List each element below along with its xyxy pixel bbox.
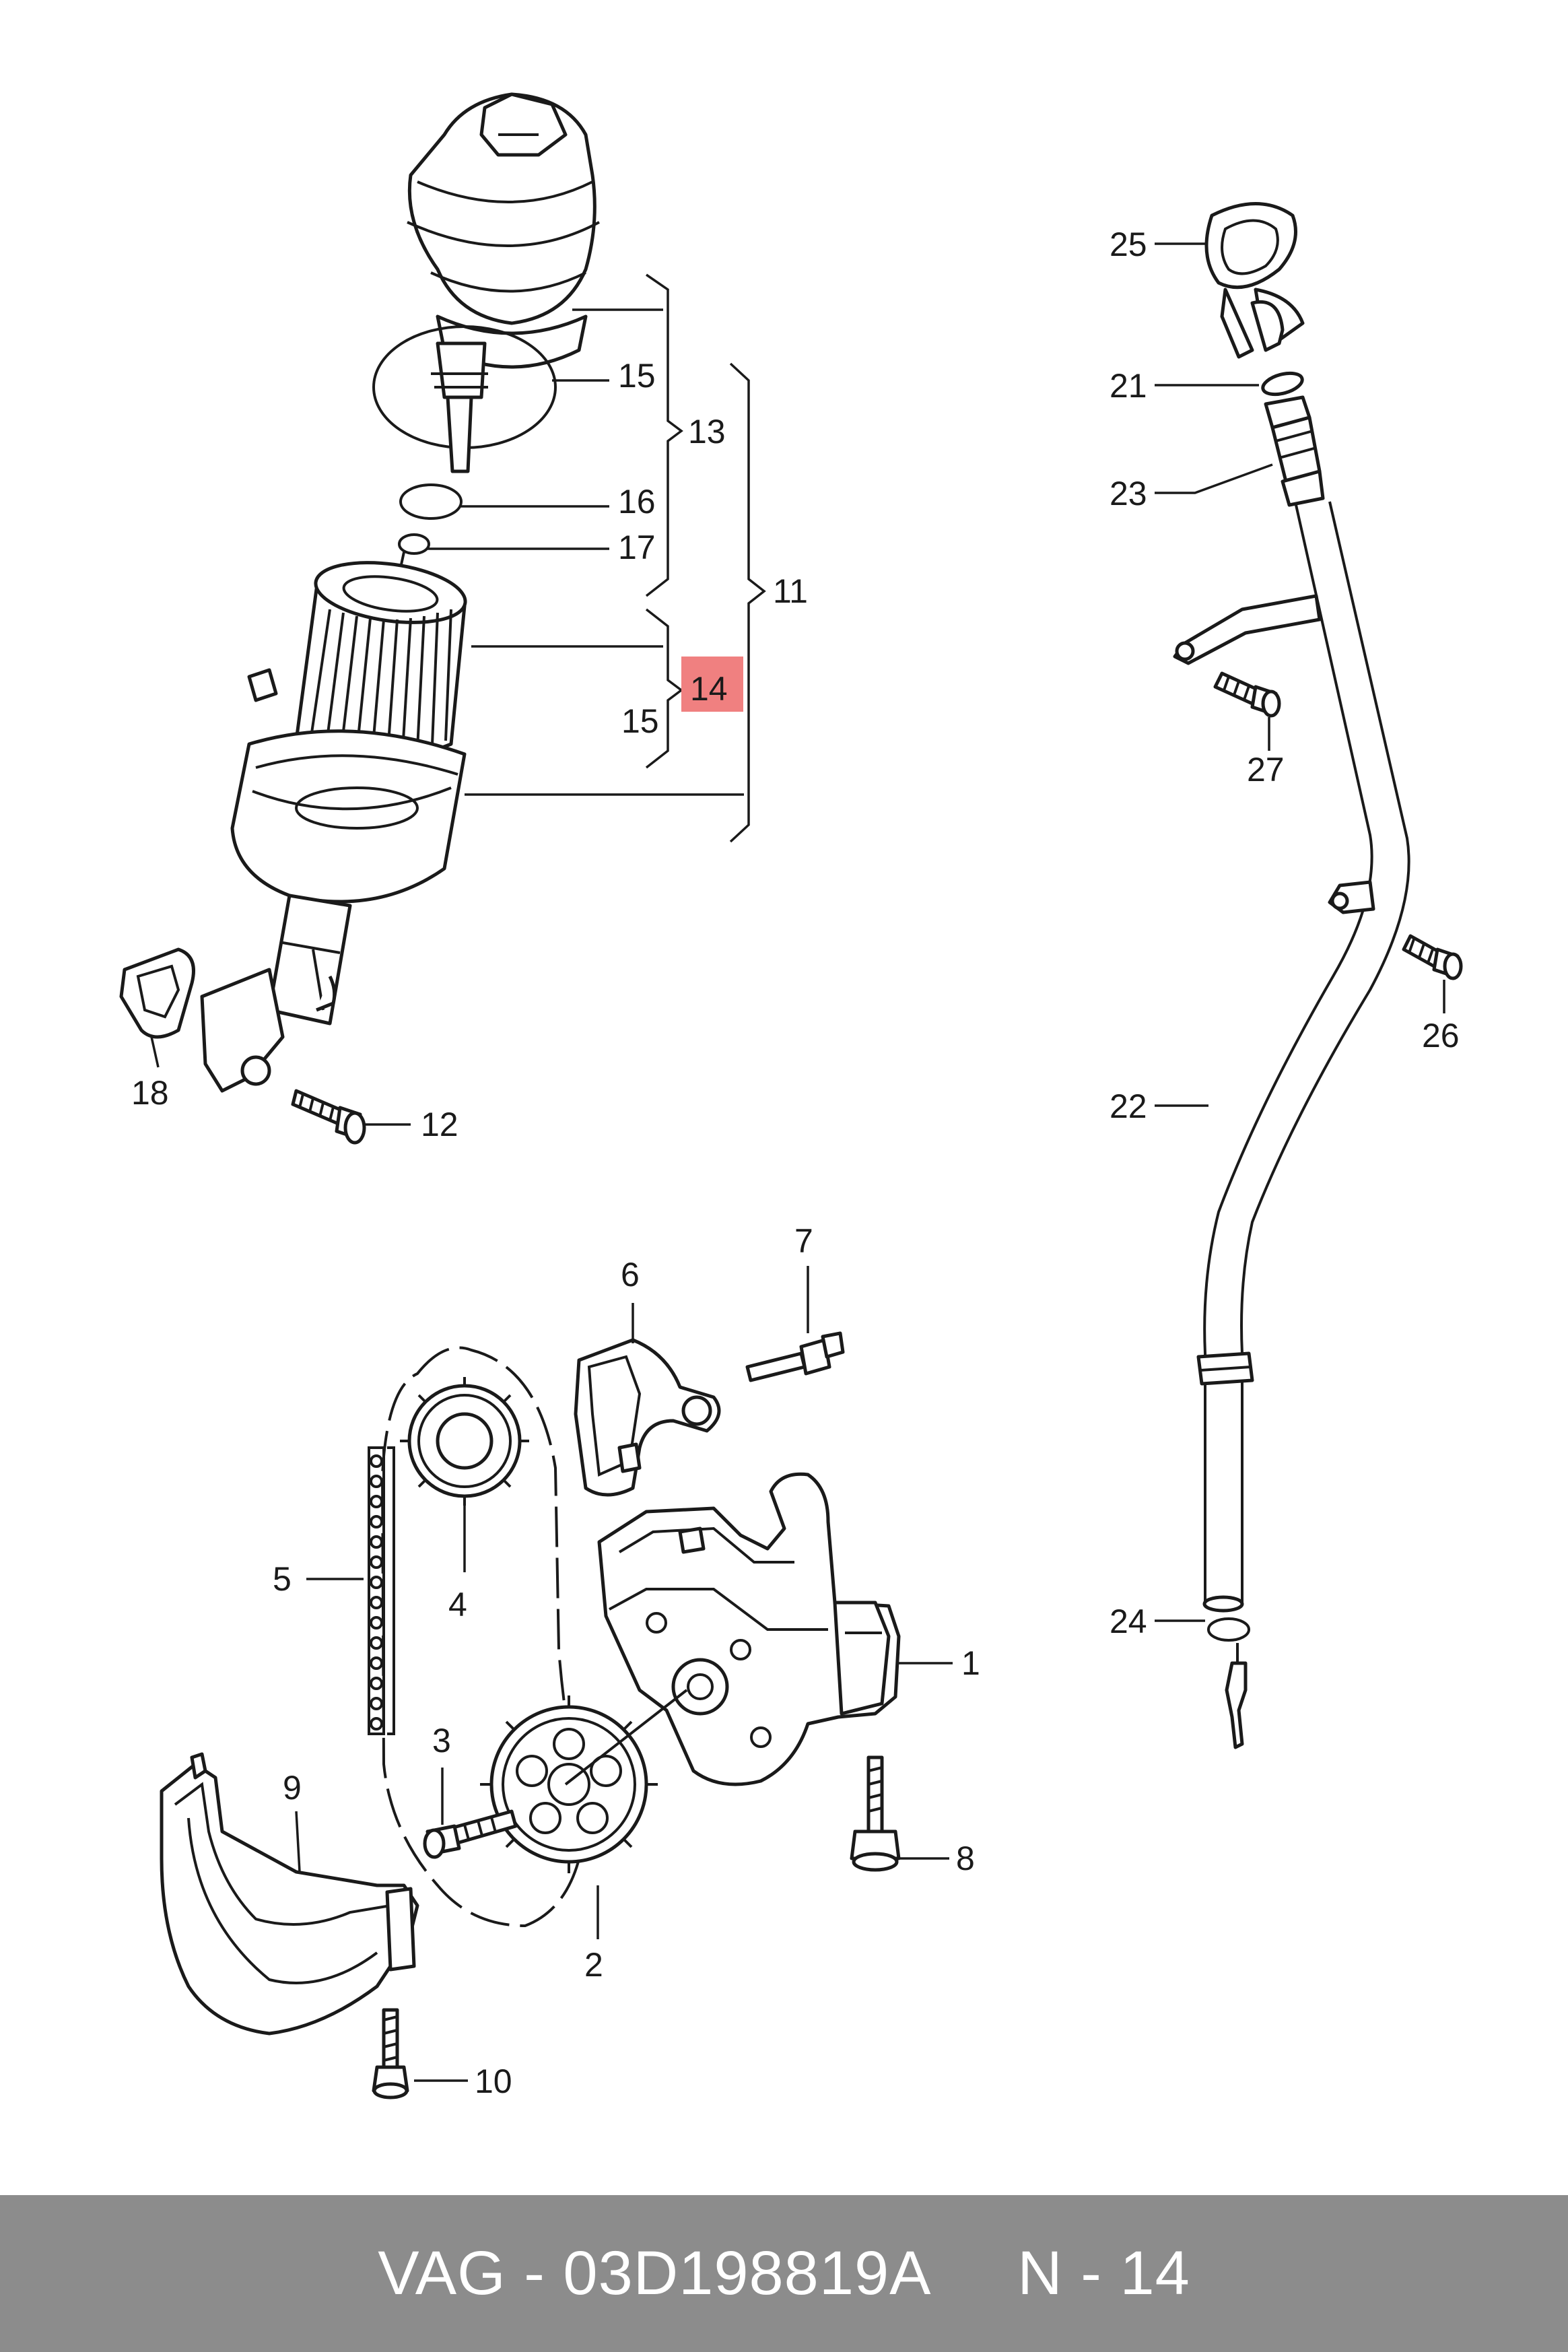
callout-5[interactable]: 5 (273, 1560, 292, 1598)
callout-18[interactable]: 18 (131, 1074, 169, 1112)
callout-11[interactable]: 11 (773, 572, 808, 610)
callout-13[interactable]: 13 (688, 413, 726, 450)
callout-27[interactable]: 27 (1247, 751, 1285, 788)
mounting-bracket-upper (1173, 594, 1322, 665)
filter-element-14[interactable] (294, 554, 469, 760)
callout-2[interactable]: 2 (584, 1946, 603, 1984)
brace-13 (645, 273, 683, 597)
brace-11 (729, 362, 766, 843)
seal-ring-16[interactable] (399, 483, 463, 520)
callout-3[interactable]: 3 (432, 1722, 451, 1759)
oil-filter-cap[interactable] (407, 92, 600, 369)
exploded-parts-diagram: 1 2 3 4 5 6 7 8 9 10 11 12 13 14 15 15 1… (119, 92, 1463, 2100)
bolt-27[interactable] (1213, 671, 1281, 718)
highlight-box-14 (681, 657, 743, 712)
callout-6[interactable]: 6 (621, 1256, 640, 1293)
bolt-26[interactable] (1402, 934, 1463, 980)
filter-stem (446, 395, 473, 473)
seal-21[interactable] (1260, 370, 1304, 399)
brace-14 (645, 608, 683, 769)
oil-pump-1[interactable] (597, 1472, 901, 1786)
callout-15-lower[interactable]: 15 (621, 702, 659, 740)
callout-16[interactable]: 16 (618, 483, 656, 520)
callout-10[interactable]: 10 (475, 2062, 512, 2100)
bolt-12[interactable] (291, 1089, 366, 1145)
callout-23[interactable]: 23 (1110, 475, 1147, 512)
callout-25[interactable]: 25 (1110, 226, 1147, 263)
callout-8[interactable]: 8 (956, 1840, 975, 1877)
callout-7[interactable]: 7 (794, 1222, 813, 1260)
callout-9[interactable]: 9 (283, 1769, 302, 1807)
dipstick-tube-cap-23[interactable] (1264, 395, 1325, 507)
bolt-3[interactable] (423, 1809, 518, 1859)
callout-14[interactable]: 14 (690, 670, 728, 708)
gasket-18[interactable] (119, 947, 195, 1039)
callout-24[interactable]: 24 (1110, 1603, 1147, 1640)
callout-1[interactable]: 1 (961, 1644, 980, 1682)
drive-chain-5[interactable] (368, 1446, 395, 1735)
seal-ring-17[interactable] (398, 533, 430, 555)
mounting-bracket-lower (1328, 880, 1375, 914)
dipstick-guide-tube-22[interactable] (1196, 501, 1410, 1613)
dipstick-tip (1225, 1643, 1248, 1749)
sprocket-4[interactable] (400, 1377, 529, 1506)
callout-4[interactable]: 4 (448, 1586, 467, 1623)
filter-housing-11[interactable] (230, 668, 467, 1026)
part-number-label: VAG - 03D198819A N - 14 (378, 2239, 1190, 2308)
bolt-10[interactable] (372, 2008, 409, 2099)
callout-21[interactable]: 21 (1110, 367, 1147, 405)
bolt-8[interactable] (850, 1755, 901, 1872)
dipstick-handle-25[interactable] (1204, 202, 1305, 359)
bracket-flange (200, 968, 285, 1093)
footer-bar: VAG - 03D198819A N - 14 (0, 2195, 1568, 2352)
callout-12[interactable]: 12 (421, 1106, 458, 1143)
chain-path-dashed (380, 1346, 588, 1928)
sprocket-2[interactable] (480, 1695, 658, 1873)
o-ring-24[interactable] (1207, 1617, 1250, 1642)
chain-tensioner-6[interactable] (574, 1338, 721, 1497)
callout-15-upper[interactable]: 15 (618, 357, 656, 395)
bolt-7[interactable] (745, 1331, 845, 1382)
callout-17[interactable]: 17 (618, 529, 656, 566)
callout-22[interactable]: 22 (1110, 1087, 1147, 1125)
cover-9[interactable] (160, 1752, 419, 2036)
callout-26[interactable]: 26 (1422, 1017, 1460, 1054)
